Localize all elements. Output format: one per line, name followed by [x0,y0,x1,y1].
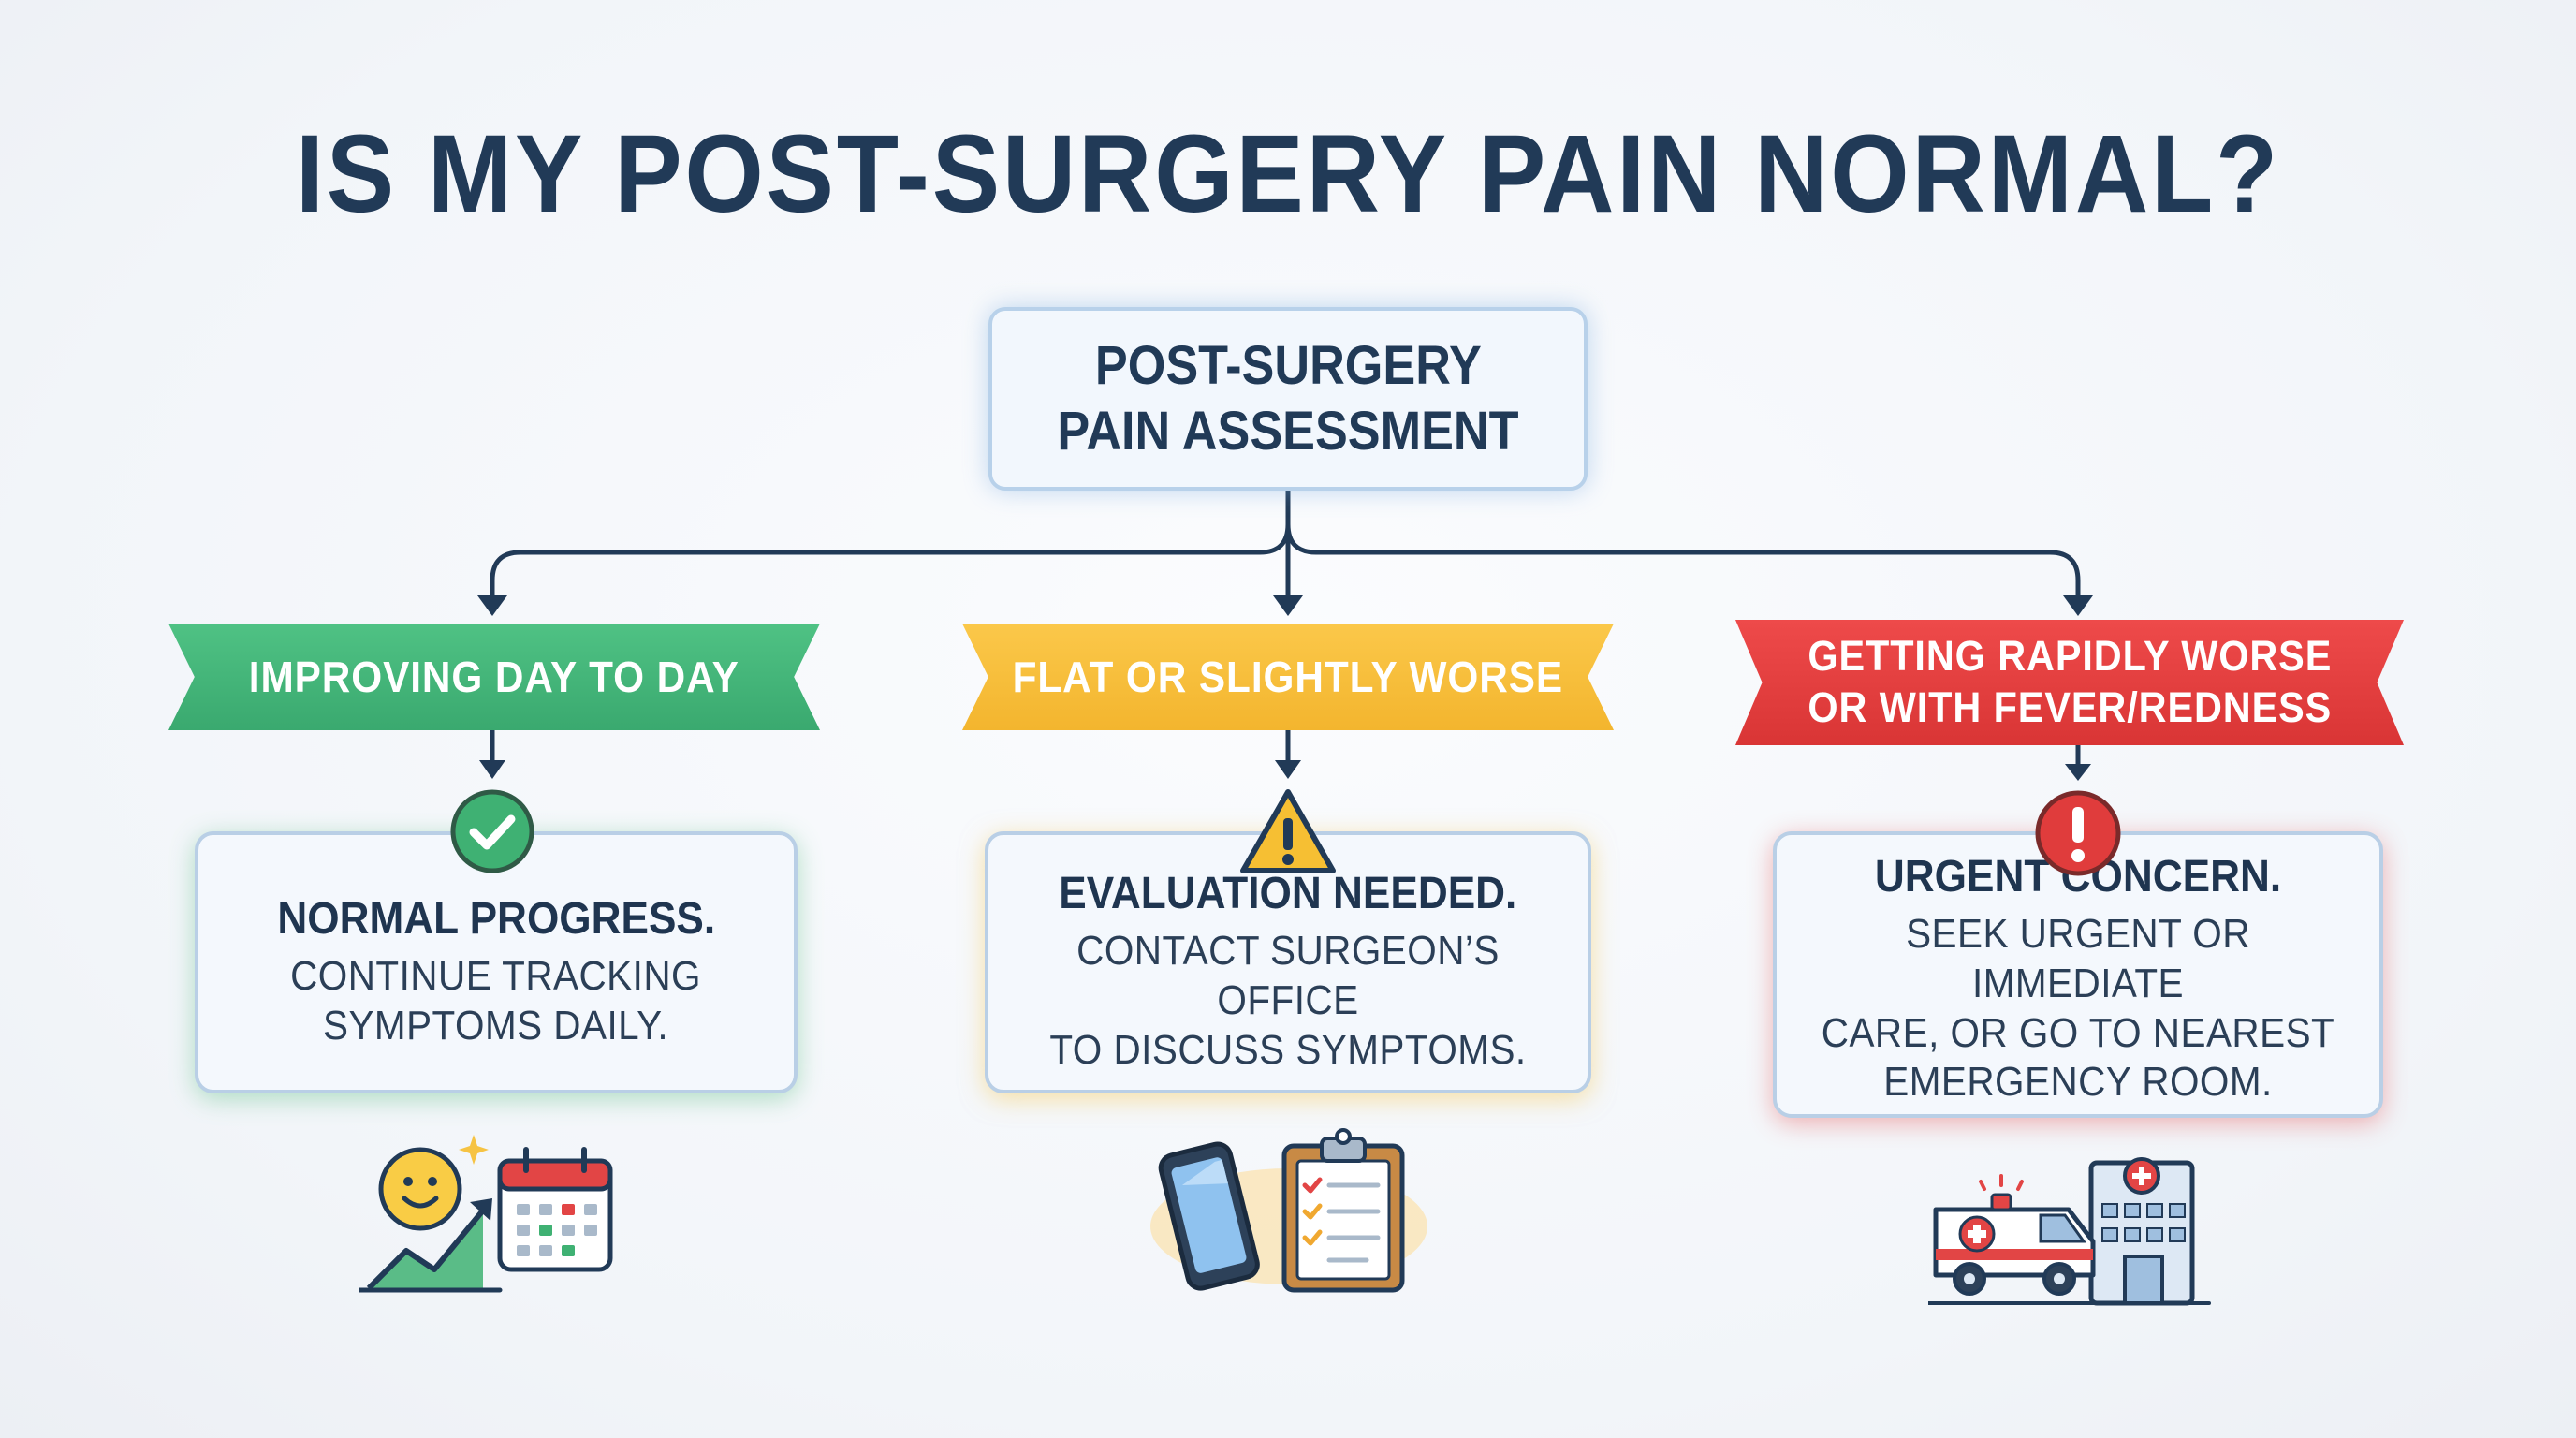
result-body: CONTACT SURGEON’S OFFICE TO DISCUSS SYMP… [1013,927,1564,1075]
ribbon-label: IMPROVING DAY TO DAY [248,652,740,701]
arrowhead-right [2063,595,2093,616]
arrowhead-center [1273,595,1303,616]
result-body: SEEK URGENT OR IMMEDIATE CARE, OR GO TO … [1801,910,2355,1108]
result-body-line: SEEK URGENT OR IMMEDIATE [1906,910,2250,1006]
arrowhead-yellow [1275,760,1301,779]
result-body: CONTINUE TRACKING SYMPTOMS DAILY. [291,952,702,1051]
result-body-line: TO DISCUSS SYMPTOMS. [1049,1026,1527,1073]
ribbon-label-line-1: GETTING RAPIDLY WORSE [1808,632,2332,681]
result-heading: EVALUATION NEEDED. [1059,869,1517,919]
ambulance-hospital-icon [1928,1157,2211,1306]
smiley-calendar-trend-icon [359,1135,613,1293]
arrowhead-left [477,595,507,616]
ribbon-improving: IMPROVING DAY TO DAY [168,624,820,730]
root-node: POST-SURGERY PAIN ASSESSMENT [988,307,1588,491]
result-body-line: SYMPTOMS DAILY. [323,1002,669,1049]
arrowhead-green [479,760,505,779]
result-body-line: EMERGENCY ROOM. [1883,1059,2273,1106]
ribbon-label-line-2: OR WITH FEVER/REDNESS [1808,683,2332,731]
ribbon-flat-or-worse: FLAT OR SLIGHTLY WORSE [962,624,1614,730]
root-line-2: PAIN ASSESSMENT [1057,401,1519,462]
ribbon-rapidly-worse: GETTING RAPIDLY WORSE OR WITH FEVER/REDN… [1735,620,2404,745]
exclamation-circle-icon [2035,790,2121,876]
result-card-urgent: URGENT CONCERN. SEEK URGENT OR IMMEDIATE… [1773,831,2383,1118]
warning-triangle-icon [1240,789,1336,873]
check-circle-icon [450,789,534,873]
result-card-evaluation: EVALUATION NEEDED. CONTACT SURGEON’S OFF… [985,831,1591,1093]
result-body-line: CARE, OR GO TO NEAREST [1821,1009,2335,1056]
page-title: IS MY POST-SURGERY PAIN NORMAL? [295,112,2281,236]
ribbon-label: FLAT OR SLIGHTLY WORSE [1012,652,1564,701]
connector-trunk [490,488,1291,602]
arrowhead-red [2065,764,2091,781]
root-line-1: POST-SURGERY [1094,335,1482,397]
connector-trunk-right [1285,521,2081,602]
result-heading: NORMAL PROGRESS. [277,893,715,944]
result-card-normal: NORMAL PROGRESS. CONTINUE TRACKING SYMPT… [195,831,798,1093]
phone-clipboard-icon [1150,1128,1427,1293]
result-body-line: CONTACT SURGEON’S OFFICE [1076,928,1500,1024]
result-body-line: CONTINUE TRACKING [290,952,702,999]
